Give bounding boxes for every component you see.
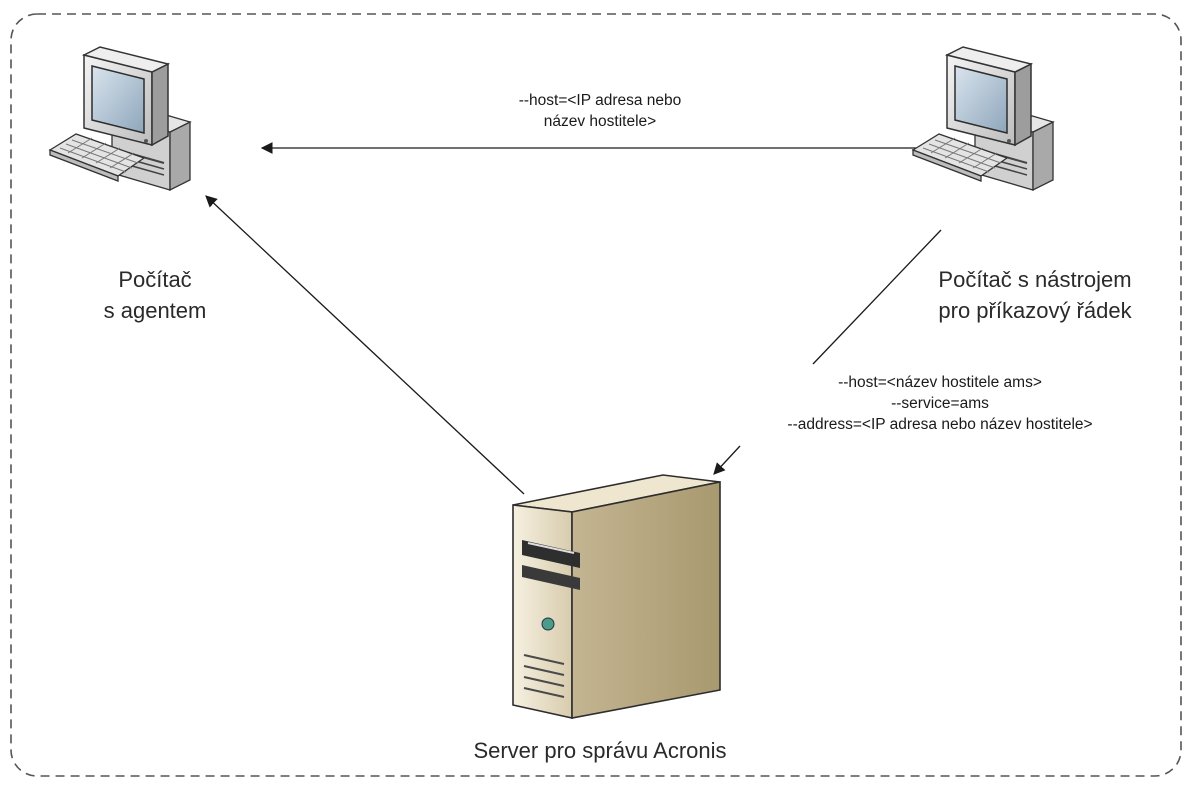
cli-to-server-label-line-3: --address=<IP adresa nebo název hostitel… (787, 416, 1093, 433)
agent-computer-label: Počítač s agentem (70, 264, 240, 326)
cli-to-agent-label-line-1: --host=<IP adresa nebo (518, 92, 682, 109)
server-label-text: Server pro správu Acronis (473, 738, 727, 763)
connector-server-to-agent (205, 195, 525, 495)
cli-to-server-label-line-1: --host=<název hostitele ams> (838, 374, 1042, 391)
agent-computer-label-line-1: Počítač (118, 267, 192, 292)
server-power-led (541, 617, 555, 631)
cli-to-server-label-line-2: --service=ams (891, 395, 989, 412)
cli-computer-label-line-2: pro příkazový řádek (938, 298, 1132, 323)
diagram-frame (10, 13, 1182, 777)
cli-computer-label-line-1: Počítač s nástrojem (938, 267, 1132, 292)
cli-computer-icon (912, 46, 1054, 191)
agent-computer-icon (49, 46, 191, 191)
server-label: Server pro správu Acronis (410, 735, 790, 766)
cli-to-agent-label-line-2: název hostitele> (543, 113, 657, 130)
connector-cli-to-server-arrow (713, 445, 741, 475)
agent-computer-label-line-2: s agentem (103, 298, 207, 323)
cli-computer-label: Počítač s nástrojem pro příkazový řádek (880, 264, 1190, 326)
connector-cli-to-server (812, 229, 942, 365)
server-icon (512, 474, 721, 719)
cli-to-server-label: --host=<název hostitele ams> --service=a… (690, 372, 1190, 435)
cli-to-agent-label: --host=<IP adresa nebo název hostitele> (470, 90, 730, 132)
